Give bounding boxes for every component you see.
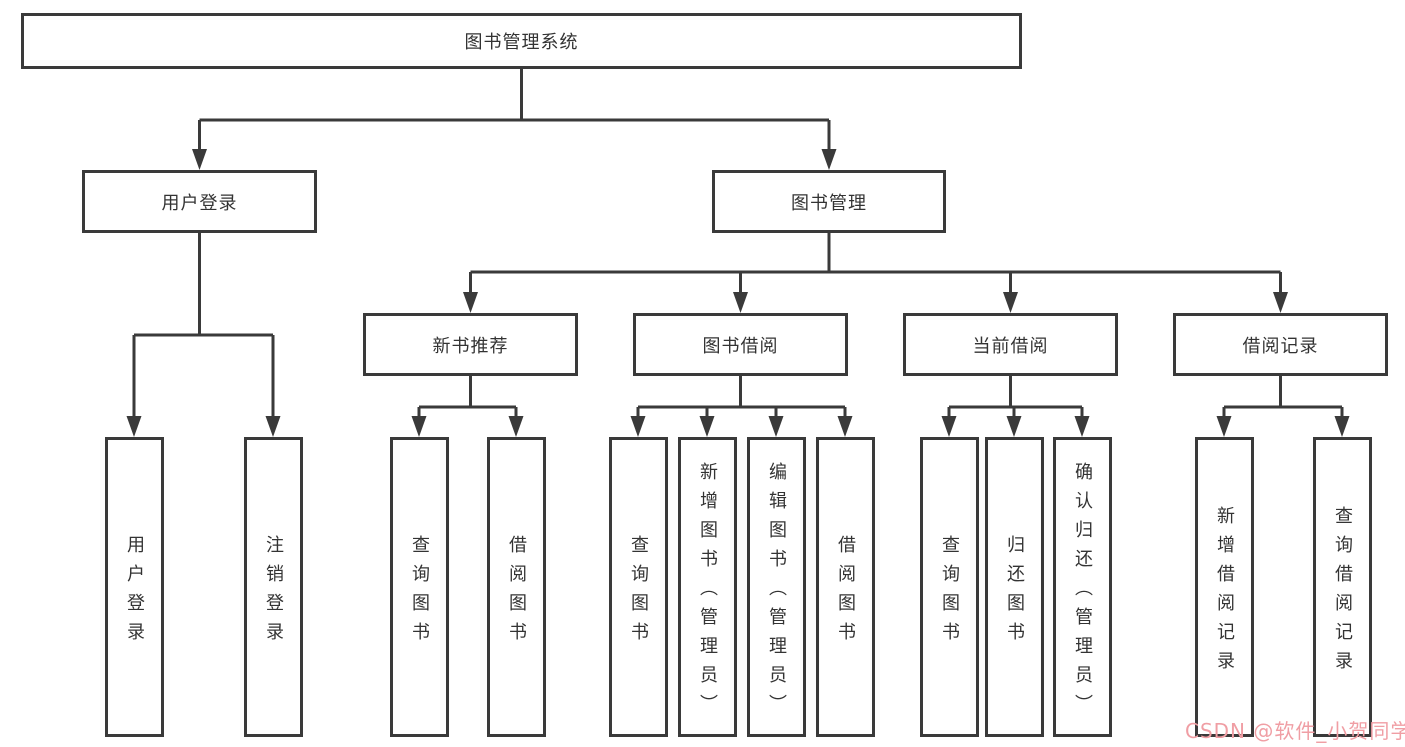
edge-line bbox=[132, 233, 275, 419]
leaf-user-login: 用户登录 bbox=[104, 437, 164, 737]
leaf-br-query-record: 查询借阅记录 bbox=[1312, 437, 1372, 737]
edges-borrow-records bbox=[1216, 376, 1350, 437]
arrowhead bbox=[1003, 292, 1018, 313]
arrowhead bbox=[265, 416, 281, 437]
edge-line bbox=[636, 376, 847, 419]
leaf-cb-query-books: 查询图书 bbox=[919, 437, 979, 737]
leaf-nbr-query-books: 查询图书 bbox=[389, 437, 449, 737]
node-label: 查询借阅记录 bbox=[1332, 505, 1353, 680]
edge-line bbox=[417, 376, 518, 419]
node-label: 图书借阅 bbox=[702, 335, 779, 357]
edges-current-borrow bbox=[941, 376, 1090, 437]
arrowhead bbox=[768, 416, 784, 437]
node-label: 确认归还（管理员） bbox=[1072, 462, 1093, 723]
node-label: 图书管理系统 bbox=[464, 32, 579, 53]
edge-line bbox=[947, 376, 1084, 419]
node-label: 用户登录 bbox=[161, 192, 238, 214]
node-label: 注销登录 bbox=[263, 534, 284, 651]
arrowhead bbox=[126, 416, 142, 437]
arrowhead bbox=[411, 416, 427, 437]
edges-book-management bbox=[463, 233, 1288, 313]
node-label: 当前借阅 bbox=[972, 335, 1049, 357]
node-label: 借阅记录 bbox=[1242, 335, 1319, 357]
arrowhead bbox=[1273, 292, 1288, 313]
node-borrow-records: 借阅记录 bbox=[1173, 313, 1388, 376]
node-label: 用户登录 bbox=[124, 534, 145, 651]
node-book-management: 图书管理 bbox=[712, 170, 946, 233]
edges-root bbox=[192, 69, 837, 170]
node-new-book-recommend: 新书推荐 bbox=[363, 313, 578, 376]
leaf-bb-borrow-books: 借阅图书 bbox=[815, 437, 875, 737]
arrowhead bbox=[1074, 416, 1090, 437]
arrowhead bbox=[733, 292, 748, 313]
leaf-bb-add-books-admin: 新增图书（管理员） bbox=[677, 437, 737, 737]
arrowhead bbox=[508, 416, 524, 437]
node-label: 图书管理 bbox=[791, 192, 867, 214]
node-label: 归还图书 bbox=[1004, 534, 1025, 651]
arrowhead bbox=[1216, 416, 1232, 437]
node-label: 借阅图书 bbox=[835, 534, 856, 651]
arrowhead bbox=[1006, 416, 1022, 437]
edge-line bbox=[198, 69, 831, 152]
leaf-bb-edit-books-admin: 编辑图书（管理员） bbox=[746, 437, 806, 737]
node-book-borrow: 图书借阅 bbox=[633, 313, 848, 376]
node-label: 查询图书 bbox=[939, 534, 960, 651]
leaf-logout: 注销登录 bbox=[243, 437, 303, 737]
edges-new-book-recommend bbox=[411, 376, 524, 437]
node-label: 新增图书（管理员） bbox=[697, 462, 718, 723]
arrowhead bbox=[463, 292, 478, 313]
leaf-nbr-borrow-books: 借阅图书 bbox=[486, 437, 546, 737]
arrowhead bbox=[837, 416, 853, 437]
node-label: 查询图书 bbox=[409, 534, 430, 651]
edges-user-login bbox=[126, 233, 281, 437]
node-label: 编辑图书（管理员） bbox=[766, 462, 787, 723]
arrowhead bbox=[821, 149, 837, 170]
node-label: 新增借阅记录 bbox=[1214, 505, 1235, 680]
edge-line bbox=[469, 233, 1282, 295]
node-root: 图书管理系统 bbox=[21, 13, 1022, 69]
edge-line bbox=[1222, 376, 1344, 419]
node-current-borrow: 当前借阅 bbox=[903, 313, 1118, 376]
node-user-login: 用户登录 bbox=[82, 170, 317, 233]
node-label: 借阅图书 bbox=[506, 534, 527, 651]
arrowhead bbox=[630, 416, 646, 437]
node-label: 新书推荐 bbox=[432, 335, 509, 357]
leaf-cb-return-books: 归还图书 bbox=[984, 437, 1044, 737]
leaf-bb-query-books: 查询图书 bbox=[608, 437, 668, 737]
arrowhead bbox=[1334, 416, 1350, 437]
arrowhead bbox=[941, 416, 957, 437]
arrowhead bbox=[699, 416, 715, 437]
leaf-cb-confirm-return-admin: 确认归还（管理员） bbox=[1052, 437, 1112, 737]
edges-book-borrow bbox=[630, 376, 853, 437]
node-label: 查询图书 bbox=[628, 534, 649, 651]
csdn-watermark: CSDN @软件_小贺同学 bbox=[1185, 719, 1405, 743]
leaf-br-add-record: 新增借阅记录 bbox=[1194, 437, 1254, 737]
arrowhead bbox=[192, 149, 207, 170]
